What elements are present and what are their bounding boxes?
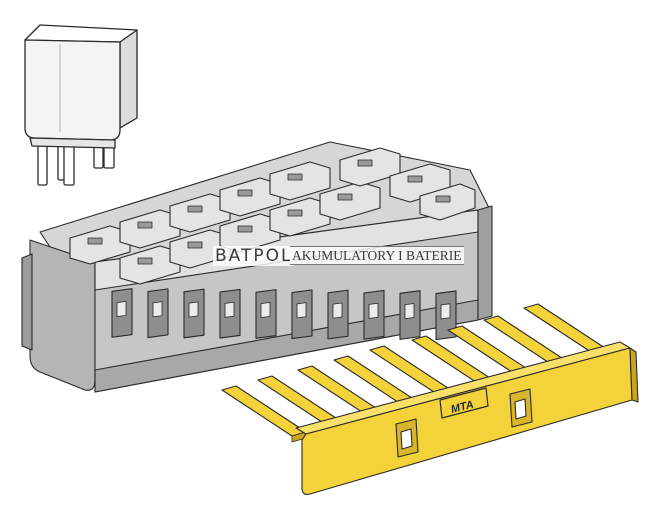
housing-socket-blocks: [69, 147, 476, 285]
comb-logo: MTA: [439, 387, 489, 419]
watermark-tagline: AKUMULATORY I BATERIE: [290, 246, 464, 265]
relay-illustration: [24, 24, 138, 186]
comb-front-plate: [301, 347, 633, 495]
comb-windows: [395, 388, 533, 458]
housing-socket-slots: [87, 159, 451, 265]
relay-box-housing: [21, 141, 493, 393]
housing-window-inserts: [116, 301, 451, 320]
locking-comb: MTA: [221, 303, 639, 495]
comb-logo-text: MTA: [450, 399, 475, 416]
comb-teeth: [221, 303, 609, 437]
watermark-brand: BATPOL: [213, 246, 295, 266]
